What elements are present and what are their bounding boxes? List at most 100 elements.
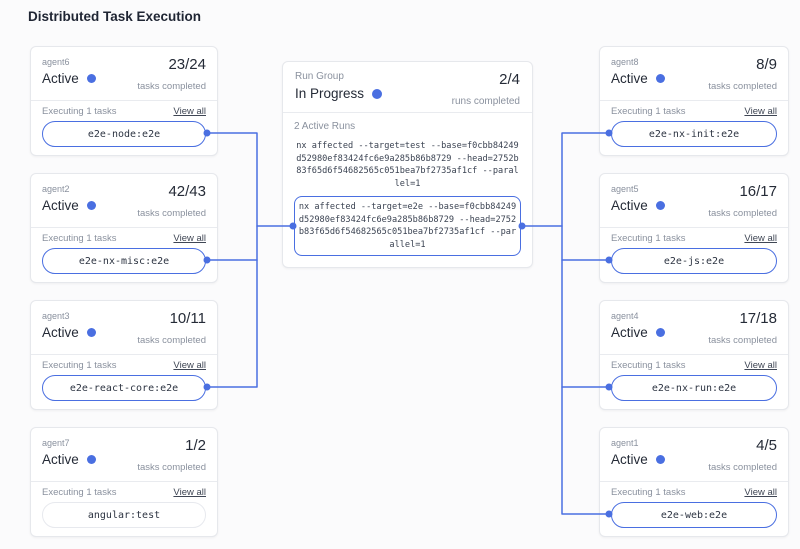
tasks-progress: 23/24 xyxy=(168,56,206,73)
task-pill[interactable]: e2e-nx-run:e2e xyxy=(611,375,777,401)
agent-card-footer: Executing 1 tasks View all e2e-nx-run:e2… xyxy=(600,355,788,401)
agent-card-header: agent1 Active 4/5 tasks completed xyxy=(600,428,788,482)
tasks-progress: 42/43 xyxy=(168,183,206,200)
task-name: e2e-nx-run:e2e xyxy=(651,382,737,394)
agent-card-header: agent5 Active 16/17 tasks completed xyxy=(600,174,788,228)
task-pill[interactable]: e2e-js:e2e xyxy=(611,248,777,274)
tasks-completed-caption: tasks completed xyxy=(708,81,777,92)
agent-name: agent7 xyxy=(42,438,70,448)
tasks-completed-caption: tasks completed xyxy=(708,335,777,346)
tasks-completed-caption: tasks completed xyxy=(137,335,206,346)
agent-status: Active xyxy=(611,452,648,467)
view-all-link[interactable]: View all xyxy=(173,106,206,117)
agent-card-header: agent3 Active 10/11 tasks completed xyxy=(31,301,217,355)
agent-name: agent4 xyxy=(611,311,639,321)
tasks-completed-caption: tasks completed xyxy=(708,208,777,219)
agent-status: Active xyxy=(611,198,648,213)
tasks-completed-caption: tasks completed xyxy=(137,462,206,473)
tasks-progress: 10/11 xyxy=(169,310,206,327)
active-runs-label: 2 Active Runs xyxy=(294,121,356,132)
agent-status: Active xyxy=(42,198,79,213)
task-name: e2e-react-core:e2e xyxy=(69,382,179,394)
view-all-link[interactable]: View all xyxy=(744,360,777,371)
agent-card-footer: Executing 1 tasks View all e2e-react-cor… xyxy=(31,355,217,401)
run-group-card: Run Group In Progress 2/4 runs completed… xyxy=(282,61,533,268)
agent-card: agent4 Active 17/18 tasks completed Exec… xyxy=(599,300,789,410)
active-status-dot xyxy=(86,74,96,83)
executing-tasks-label: Executing 1 tasks xyxy=(611,233,686,244)
agent-status: Active xyxy=(42,71,79,86)
view-all-link[interactable]: View all xyxy=(744,487,777,498)
agent-card-header: agent6 Active 23/24 tasks completed xyxy=(31,47,217,101)
agent-card-header: agent7 Active 1/2 tasks completed xyxy=(31,428,217,482)
agent-status: Active xyxy=(42,325,79,340)
task-pill[interactable]: e2e-node:e2e xyxy=(42,121,206,147)
executing-tasks-label: Executing 1 tasks xyxy=(611,360,686,371)
executing-tasks-label: Executing 1 tasks xyxy=(611,487,686,498)
agent-status: Active xyxy=(611,325,648,340)
active-status-dot xyxy=(655,328,665,337)
tasks-progress: 16/17 xyxy=(739,183,777,200)
agent-card-header: agent4 Active 17/18 tasks completed xyxy=(600,301,788,355)
active-status-dot xyxy=(86,455,96,464)
tasks-completed-caption: tasks completed xyxy=(708,462,777,473)
active-status-dot xyxy=(655,455,665,464)
task-name: e2e-js:e2e xyxy=(663,255,725,267)
agent-card-header: agent8 Active 8/9 tasks completed xyxy=(600,47,788,101)
task-pill[interactable]: e2e-nx-misc:e2e xyxy=(42,248,206,274)
executing-tasks-label: Executing 1 tasks xyxy=(611,106,686,117)
view-all-link[interactable]: View all xyxy=(173,233,206,244)
task-pill[interactable]: angular:test xyxy=(42,502,206,528)
task-name: e2e-nx-misc:e2e xyxy=(78,255,170,267)
active-status-dot xyxy=(655,201,665,210)
agent-card: agent1 Active 4/5 tasks completed Execut… xyxy=(599,427,789,537)
run-command-e2e[interactable]: nx affected --target=e2e --base=f0cbb842… xyxy=(294,196,521,256)
agent-card-footer: Executing 1 tasks View all e2e-nx-misc:e… xyxy=(31,228,217,274)
tasks-progress: 4/5 xyxy=(756,437,777,454)
run-group-label: Run Group xyxy=(295,71,344,82)
agent-card-header: agent2 Active 42/43 tasks completed xyxy=(31,174,217,228)
active-status-dot xyxy=(86,328,96,337)
tasks-progress: 1/2 xyxy=(185,437,206,454)
agent-name: agent3 xyxy=(42,311,70,321)
agent-card-footer: Executing 1 tasks View all e2e-nx-init:e… xyxy=(600,101,788,147)
tasks-progress: 17/18 xyxy=(739,310,777,327)
active-status-dot xyxy=(655,74,665,83)
agent-card-footer: Executing 1 tasks View all e2e-node:e2e xyxy=(31,101,217,147)
agent-status: Active xyxy=(42,452,79,467)
task-pill[interactable]: e2e-react-core:e2e xyxy=(42,375,206,401)
task-name: angular:test xyxy=(87,509,161,521)
agent-card: agent3 Active 10/11 tasks completed Exec… xyxy=(30,300,218,410)
view-all-link[interactable]: View all xyxy=(173,360,206,371)
agent-name: agent1 xyxy=(611,438,639,448)
task-name: e2e-web:e2e xyxy=(660,509,728,521)
view-all-link[interactable]: View all xyxy=(744,106,777,117)
agent-card-footer: Executing 1 tasks View all e2e-web:e2e xyxy=(600,482,788,528)
task-name: e2e-node:e2e xyxy=(87,128,161,140)
agent-card: agent5 Active 16/17 tasks completed Exec… xyxy=(599,173,789,283)
agent-card: agent2 Active 42/43 tasks completed Exec… xyxy=(30,173,218,283)
task-pill[interactable]: e2e-nx-init:e2e xyxy=(611,121,777,147)
tasks-progress: 8/9 xyxy=(756,56,777,73)
agent-card-footer: Executing 1 tasks View all angular:test xyxy=(31,482,217,528)
view-all-link[interactable]: View all xyxy=(744,233,777,244)
task-pill[interactable]: e2e-web:e2e xyxy=(611,502,777,528)
agent-card: agent8 Active 8/9 tasks completed Execut… xyxy=(599,46,789,156)
executing-tasks-label: Executing 1 tasks xyxy=(42,233,117,244)
task-name: e2e-nx-init:e2e xyxy=(648,128,740,140)
agent-card-footer: Executing 1 tasks View all e2e-js:e2e xyxy=(600,228,788,274)
executing-tasks-label: Executing 1 tasks xyxy=(42,106,117,117)
agent-name: agent5 xyxy=(611,184,639,194)
executing-tasks-label: Executing 1 tasks xyxy=(42,360,117,371)
tasks-completed-caption: tasks completed xyxy=(137,208,206,219)
in-progress-status-dot xyxy=(372,88,383,99)
agent-name: agent6 xyxy=(42,57,70,67)
view-all-link[interactable]: View all xyxy=(173,487,206,498)
page-title: Distributed Task Execution xyxy=(28,9,202,24)
executing-tasks-label: Executing 1 tasks xyxy=(42,487,117,498)
run-group-header: Run Group In Progress 2/4 runs completed xyxy=(283,62,532,113)
agent-name: agent8 xyxy=(611,57,639,67)
tasks-completed-caption: tasks completed xyxy=(137,81,206,92)
run-group-body: 2 Active Runs nx affected --target=test … xyxy=(283,113,532,256)
